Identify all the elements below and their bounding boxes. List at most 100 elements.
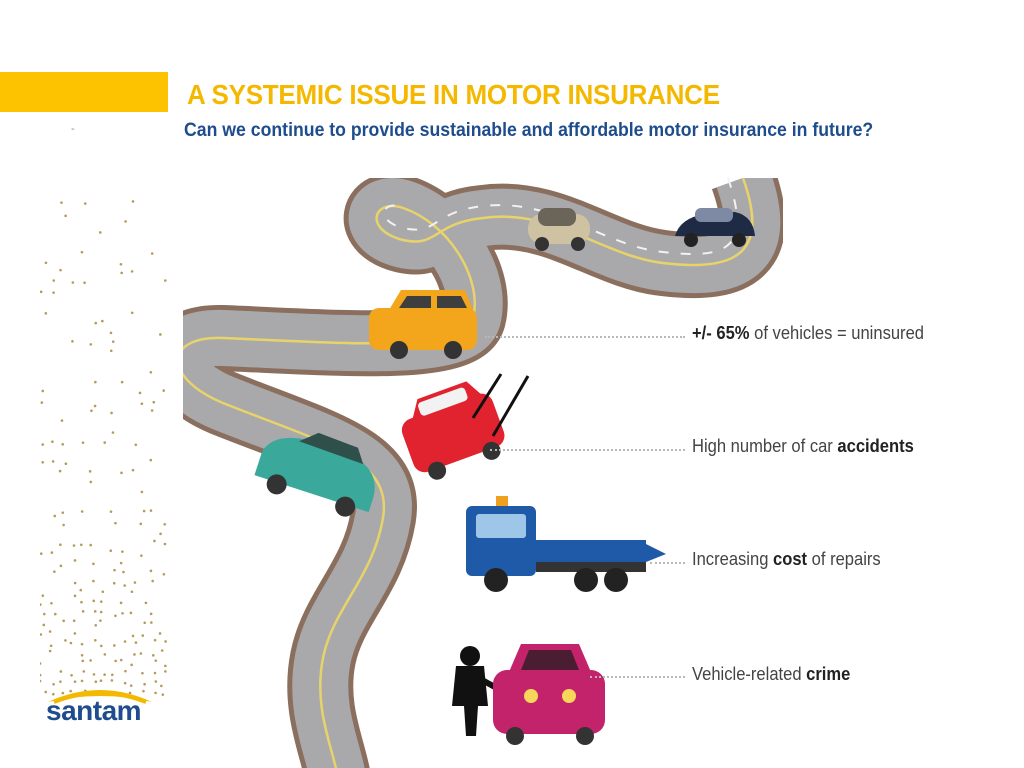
decorative-dot xyxy=(48,649,52,653)
decorative-dot xyxy=(64,462,68,466)
decorative-dot xyxy=(52,692,55,696)
point-repair-cost-emphasis: cost xyxy=(773,549,808,569)
decorative-dot xyxy=(94,680,98,684)
decorative-dot xyxy=(94,638,97,642)
winding-road-illustration xyxy=(183,178,783,768)
santam-logo-text: santam xyxy=(46,695,142,726)
decorative-dot xyxy=(113,568,116,572)
decorative-dot xyxy=(71,281,75,284)
decorative-dot xyxy=(80,510,84,513)
decorative-dot xyxy=(59,670,63,673)
decorative-dot xyxy=(53,570,56,573)
decorative-dot xyxy=(130,590,134,594)
decorative-dot xyxy=(154,691,157,695)
decorative-dot xyxy=(153,638,157,642)
decorative-dot xyxy=(61,511,65,514)
decorative-dot xyxy=(92,579,95,583)
decorative-dot xyxy=(42,623,46,627)
point-repair-cost-text-end: of repairs xyxy=(807,549,881,569)
decorative-dot xyxy=(130,311,134,315)
decorative-dot xyxy=(121,550,124,553)
decorative-dot xyxy=(114,614,117,618)
decorative-dot xyxy=(151,654,155,657)
decorative-dot xyxy=(52,682,55,686)
decorative-dot xyxy=(103,653,107,656)
decorative-dot xyxy=(90,409,93,413)
decorative-dot xyxy=(134,443,138,447)
decorative-dot xyxy=(159,333,162,336)
decorative-dot xyxy=(60,201,63,204)
slide-title: A SYSTEMIC ISSUE IN MOTOR INSURANCE xyxy=(187,79,720,110)
point-crime: Vehicle-related crime xyxy=(692,664,850,685)
decorative-dot xyxy=(72,544,76,547)
decorative-dot xyxy=(111,431,115,434)
decorative-dot xyxy=(154,659,158,662)
decorative-dot xyxy=(109,331,113,335)
decorative-dot xyxy=(50,551,54,554)
hatchback-car-icon xyxy=(369,290,477,359)
decorative-dot xyxy=(119,561,123,565)
decorative-dot xyxy=(141,671,144,675)
decorative-dot xyxy=(160,684,163,688)
decorative-dot xyxy=(133,653,136,656)
decorative-dot xyxy=(94,380,97,384)
decorative-dot xyxy=(73,581,77,585)
decorative-dot xyxy=(159,532,162,536)
decorative-dot xyxy=(119,601,123,605)
decorative-dot xyxy=(80,600,83,604)
decorative-dot xyxy=(62,523,65,527)
decorative-dot xyxy=(79,543,83,547)
decorative-dot xyxy=(120,380,124,384)
decorative-dot xyxy=(53,514,57,518)
stolen-car-icon xyxy=(493,644,605,745)
decorative-dot xyxy=(109,510,113,513)
decorative-dot xyxy=(121,611,124,615)
decorative-dot xyxy=(92,562,95,566)
decorative-dot xyxy=(122,570,125,574)
decorative-dot xyxy=(99,644,103,648)
decorative-dot xyxy=(152,400,156,404)
decorative-dot xyxy=(72,619,76,622)
crashed-car-icon xyxy=(254,432,375,517)
decorative-dot xyxy=(41,594,45,597)
decorative-dot xyxy=(88,470,92,473)
decorative-dot xyxy=(154,680,158,683)
decorative-dot xyxy=(129,611,133,615)
decorative-dot xyxy=(40,633,43,636)
decorative-dot xyxy=(143,682,146,686)
decorative-dot xyxy=(40,679,42,683)
decorative-dot xyxy=(52,291,55,294)
decorative-dot xyxy=(61,443,65,446)
decorative-dot xyxy=(150,409,154,412)
decorative-dot xyxy=(59,564,63,568)
point-accidents-emphasis: accidents xyxy=(837,436,914,456)
decorative-dot xyxy=(141,634,145,637)
decorative-dot xyxy=(44,690,47,694)
decorative-dot xyxy=(79,588,83,592)
decorative-dot xyxy=(48,630,52,633)
decorative-dot xyxy=(69,641,73,645)
decorative-dot xyxy=(130,270,134,273)
decorative-dot xyxy=(142,509,146,513)
leader-line xyxy=(650,562,685,564)
decorative-dot xyxy=(123,584,126,587)
decorative-dot xyxy=(149,569,153,573)
point-accidents: High number of car accidents xyxy=(692,436,914,457)
decorative-dot xyxy=(163,542,167,546)
decorative-dot xyxy=(101,590,105,594)
decorative-dot xyxy=(54,612,57,616)
decorative-dot xyxy=(131,468,135,472)
decorative-dot xyxy=(49,644,53,648)
decorative-dot xyxy=(130,663,133,667)
decorative-dot xyxy=(103,673,106,676)
decorative-dot xyxy=(40,603,42,606)
small-car-icon xyxy=(528,208,590,251)
sedan-car-icon xyxy=(675,208,755,247)
decorative-dot xyxy=(150,252,154,255)
decorative-dot xyxy=(150,621,153,624)
decorative-dot xyxy=(83,202,87,205)
decorative-dot xyxy=(80,250,84,254)
decorative-dot xyxy=(119,262,123,266)
decorative-dot xyxy=(123,681,127,685)
decorative-dot xyxy=(93,404,97,408)
